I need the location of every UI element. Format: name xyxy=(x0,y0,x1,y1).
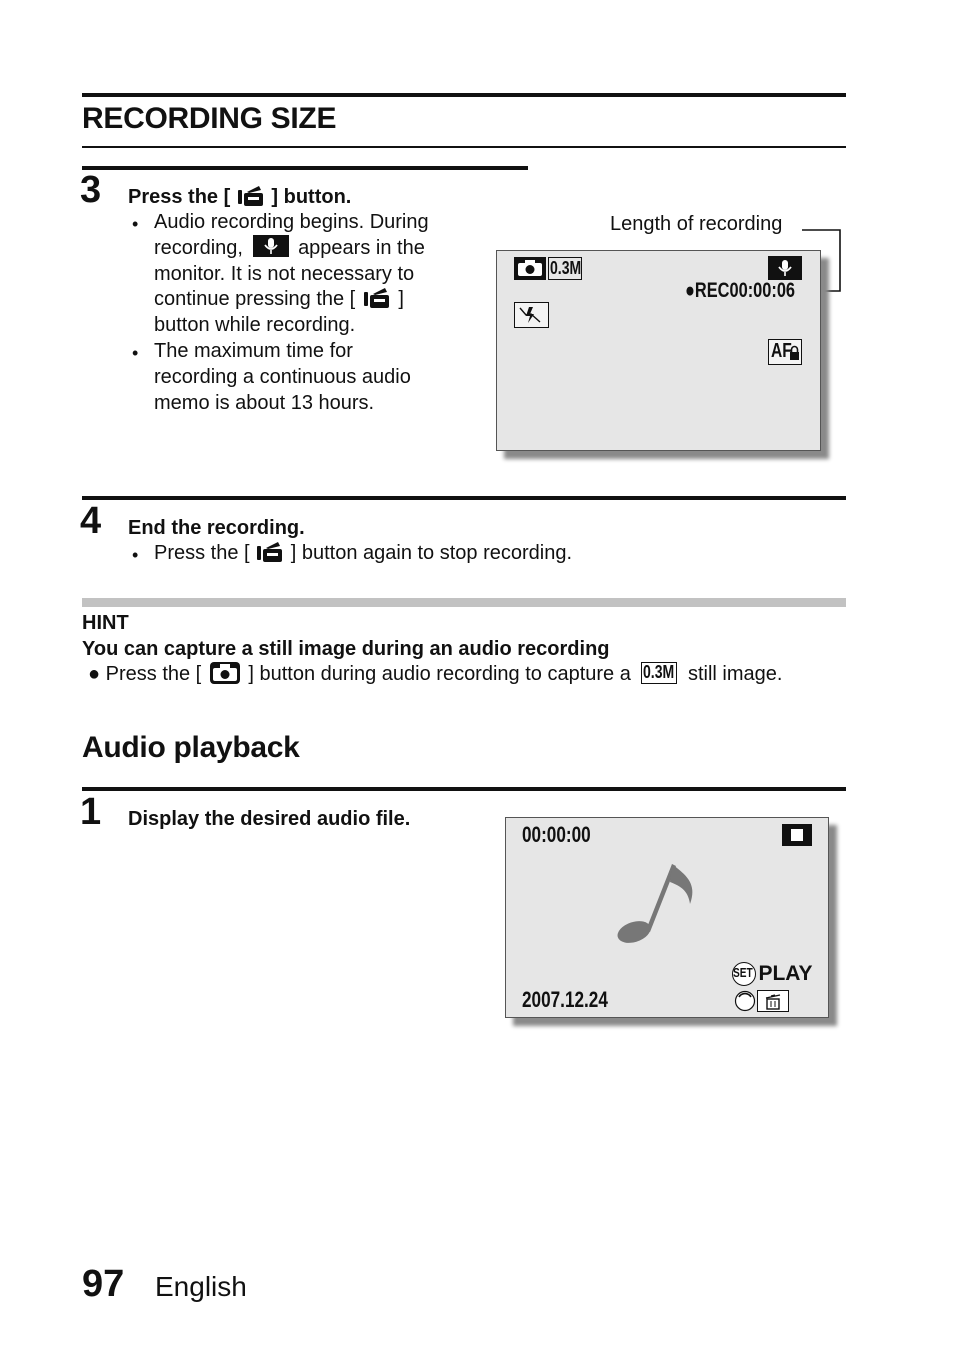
microphone-icon xyxy=(252,234,289,257)
section-title-recording-size: RECORDING SIZE xyxy=(82,102,337,135)
step3-bullet1: Audio recording begins. During recording… xyxy=(154,210,484,339)
step3-line-part: recording, xyxy=(154,236,243,259)
section-top-rule xyxy=(82,93,846,97)
image-size-box: 0.3M xyxy=(641,661,678,684)
bullet-dot: • xyxy=(132,214,139,234)
bullet-dot: • xyxy=(132,343,139,363)
step3-line: memo is about 13 hours. xyxy=(154,391,375,414)
hint-text-c: still image. xyxy=(687,663,783,685)
step3-heading: Press the [ ] button. xyxy=(128,185,352,209)
image-size-label: 0.3M xyxy=(643,661,675,682)
callout-label: Length of recording xyxy=(610,213,783,235)
playback-time: 00:00:00 xyxy=(522,822,591,847)
lock-icon xyxy=(790,345,799,360)
step3-line: The maximum time for xyxy=(154,340,353,362)
af-lock-label: AF xyxy=(771,340,792,362)
step4-bullet: Press the [ ] button again to stop recor… xyxy=(154,541,572,567)
recording-date: 2007.12.24 xyxy=(522,987,608,1012)
step4-number: 4 xyxy=(80,500,102,542)
flash-off-icon xyxy=(514,302,549,328)
step3-heading-b: ] button. xyxy=(271,186,352,208)
music-note-icon xyxy=(617,864,693,943)
step3-bullet2: The maximum time for recording a continu… xyxy=(154,339,484,416)
step1-number: 1 xyxy=(80,791,102,833)
step3-line: Audio recording begins. During xyxy=(154,211,429,233)
step3-line: continue pressing the [ ] xyxy=(154,287,484,313)
footer-language: English xyxy=(155,1271,247,1302)
step4-bullet-a: Press the [ xyxy=(154,542,250,564)
hint-text: ● Press the [ ] button during audio reco… xyxy=(88,661,783,686)
set-label: SET xyxy=(733,965,753,980)
step1-heading: Display the desired audio file. xyxy=(128,808,411,830)
bullet-dot: • xyxy=(132,545,139,565)
step1-rule xyxy=(82,787,846,791)
image-size-label: 0.3M xyxy=(550,258,582,278)
step3-line-part: continue pressing the [ xyxy=(154,288,356,311)
step3-line: recording a continuous audio xyxy=(154,365,411,388)
step4-rule xyxy=(82,496,846,500)
callout-leader-line xyxy=(802,229,841,292)
step4-heading: End the recording. xyxy=(128,517,305,539)
step3-line: recording, appears in the xyxy=(154,234,484,262)
step4-bullet-b: ] button again to stop recording. xyxy=(290,542,573,564)
camera-mode-icon xyxy=(514,257,546,280)
section-bottom-rule xyxy=(82,146,846,148)
camera-button-icon xyxy=(209,661,240,684)
delete-icon xyxy=(757,990,789,1012)
step3-line-part: ] xyxy=(398,288,404,311)
video-button-icon xyxy=(237,185,263,206)
video-button-icon xyxy=(363,288,389,309)
step3-line: button while recording. xyxy=(154,314,356,337)
image-size-box: 0.3M xyxy=(548,257,582,280)
step3-number: 3 xyxy=(80,169,102,211)
hint-text-b: ] button during audio recording to captu… xyxy=(248,663,631,685)
step3-line: monitor. It is not necessary to xyxy=(154,262,415,285)
step3-rule xyxy=(82,166,528,170)
set-button-icon: SET xyxy=(732,962,756,986)
video-button-icon xyxy=(257,541,283,562)
section-title-audio-playback: Audio playback xyxy=(82,731,300,764)
playback-monitor-screen: 00:00:00 SET PLAY 2007.12.24 xyxy=(505,817,829,1018)
step3-heading-a: Press the [ xyxy=(128,186,231,208)
hint-label: HINT xyxy=(82,612,129,634)
microphone-icon xyxy=(768,256,802,280)
af-lock-box: AF xyxy=(768,339,802,365)
step3-line-part: appears in the xyxy=(298,236,425,259)
play-label: PLAY xyxy=(758,962,813,985)
hint-text-a: ● Press the [ xyxy=(88,663,202,685)
dial-icon xyxy=(734,990,756,1012)
set-play-label: SET PLAY xyxy=(732,962,813,986)
recording-time-counter: ●REC00:00:06 xyxy=(685,279,796,302)
stop-icon xyxy=(782,824,812,846)
recording-monitor-screen: 0.3M ●REC00:00:06 AF xyxy=(496,250,821,451)
page-number: 97 xyxy=(82,1263,125,1305)
hint-title: You can capture a still image during an … xyxy=(82,638,610,660)
hint-bar xyxy=(82,598,846,607)
